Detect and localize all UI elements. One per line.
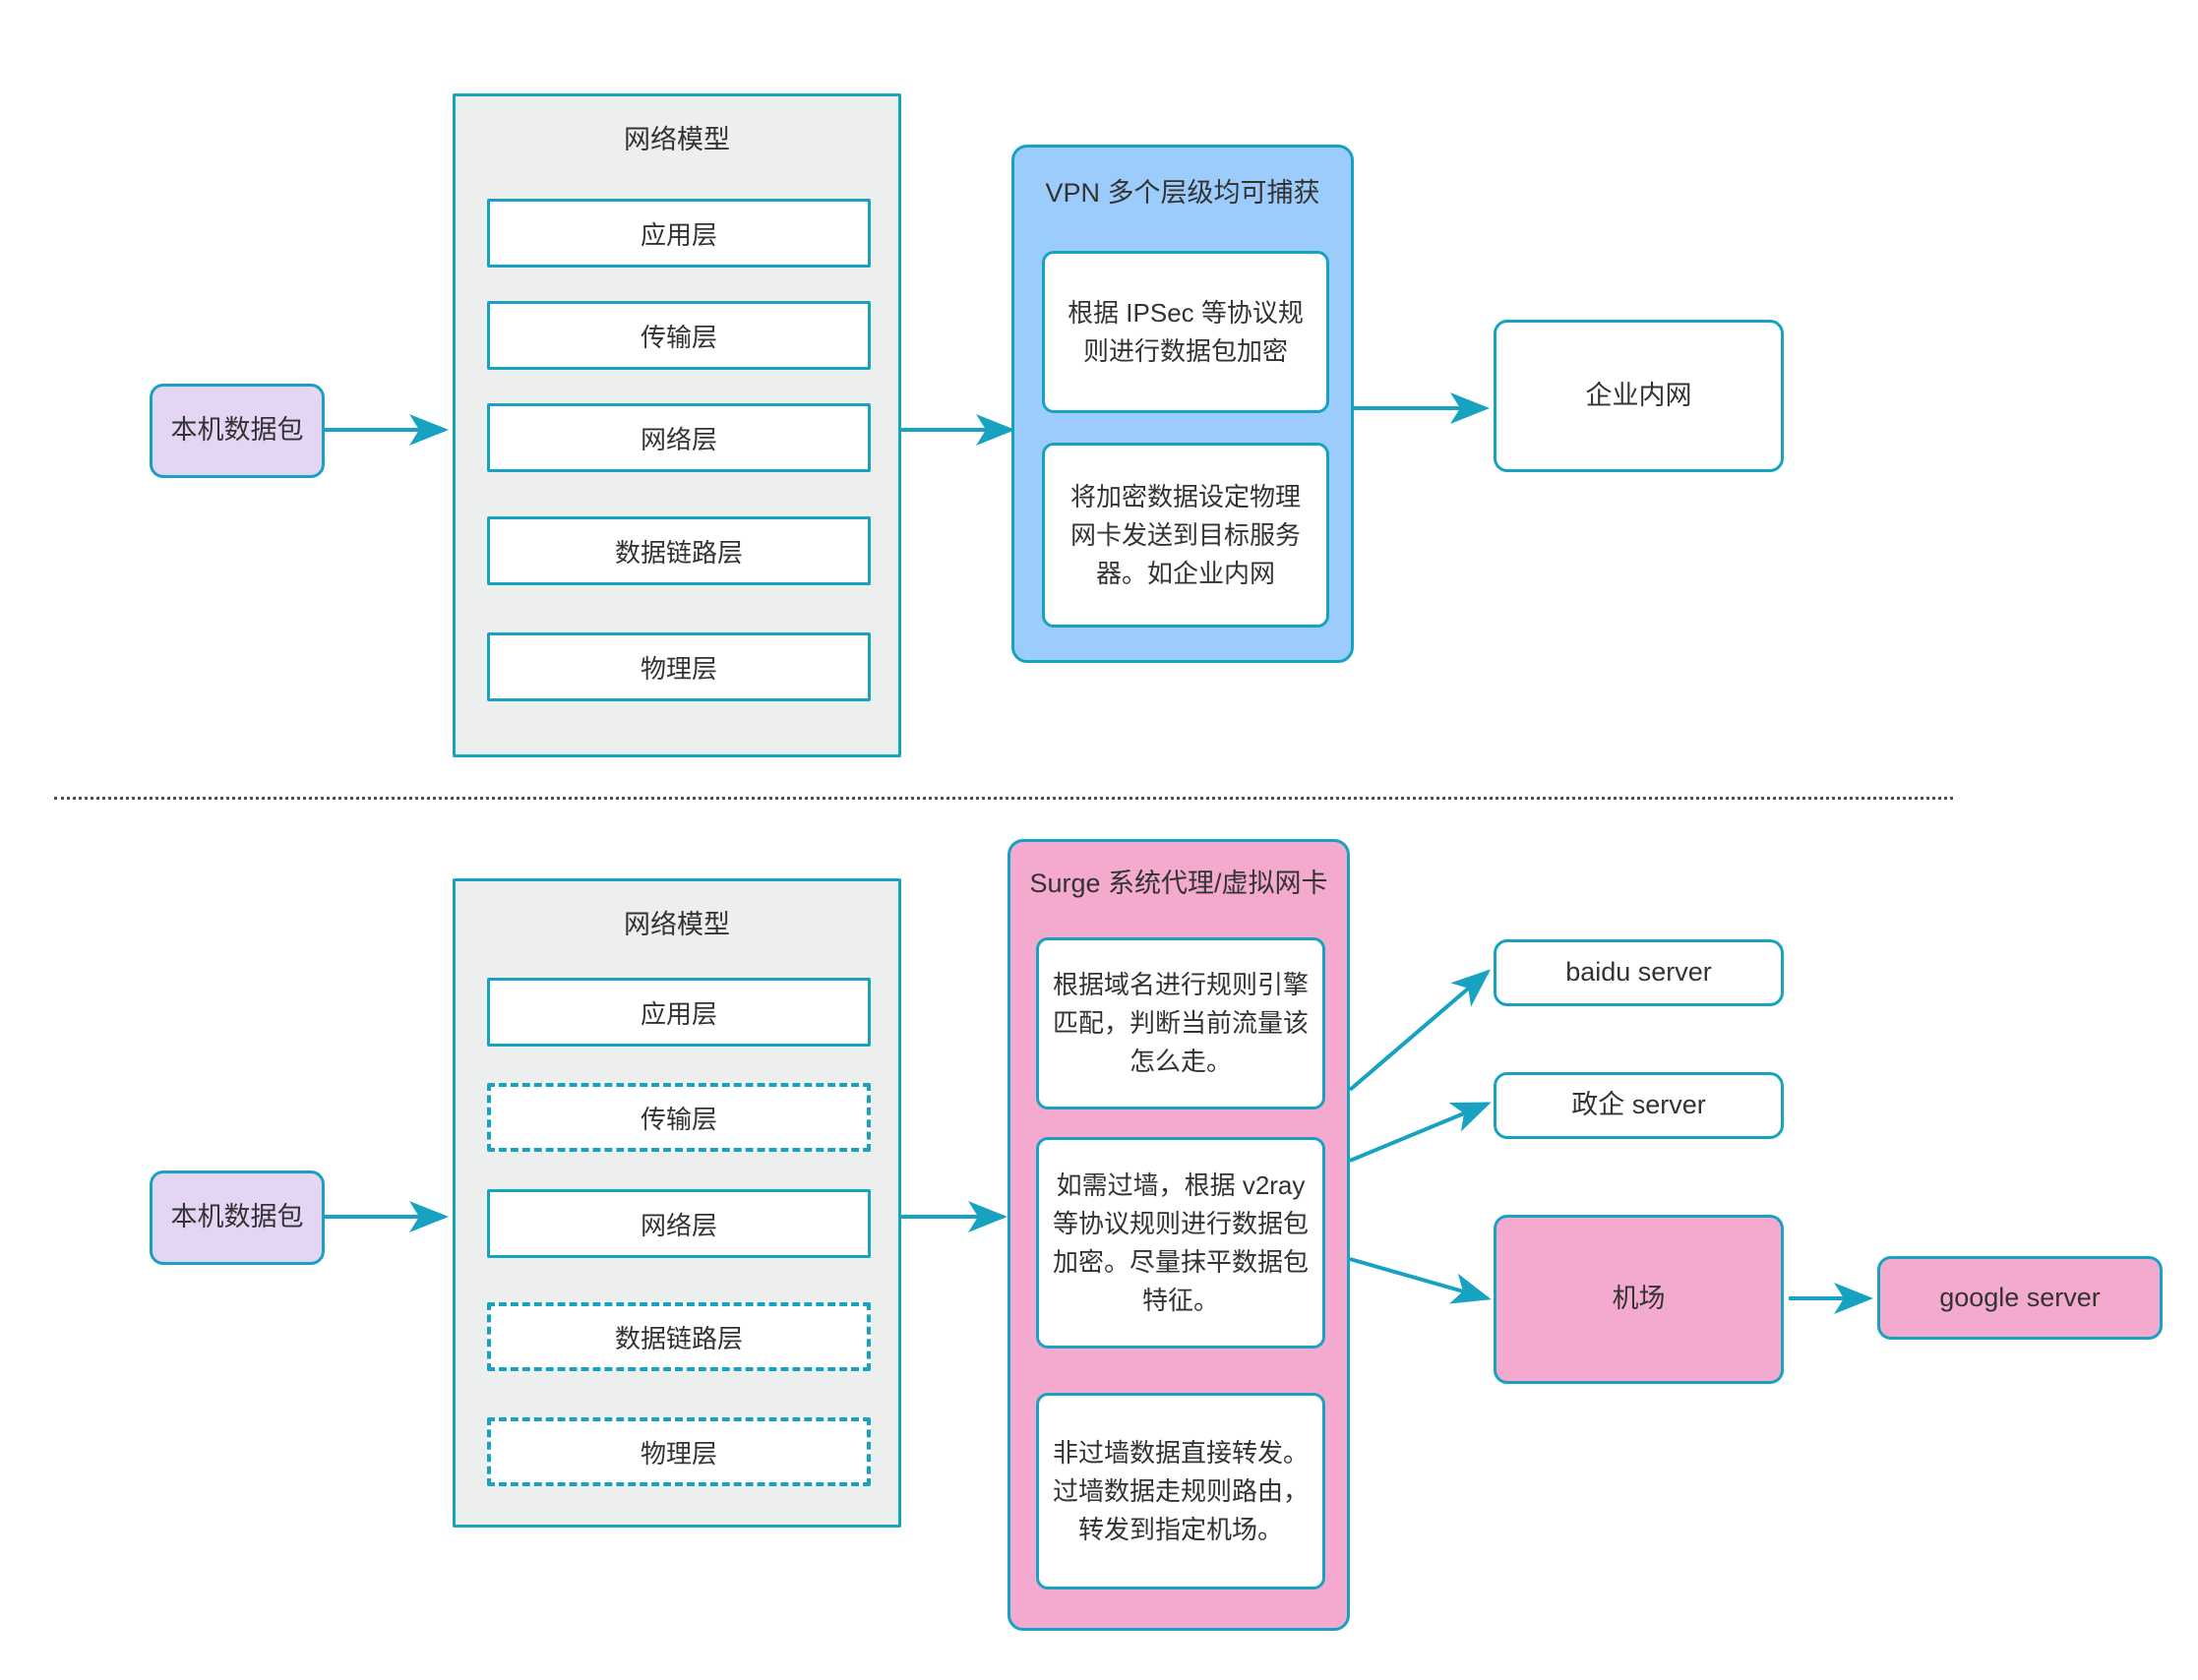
top-layer-network[interactable]: 网络层	[487, 403, 871, 472]
vpn-group-title: VPN 多个层级均可捕获	[1045, 178, 1320, 208]
surge-step-rule-match[interactable]: 根据域名进行规则引擎匹配，判断当前流量该怎么走。	[1036, 937, 1325, 1110]
gov-server-label: 政企 server	[1571, 1090, 1706, 1120]
surge-group: Surge 系统代理/虚拟网卡 根据域名进行规则引擎匹配，判断当前流量该怎么走。…	[1007, 839, 1350, 1631]
top-layer-application[interactable]: 应用层	[487, 199, 871, 268]
arrow-surge-to-airport	[1349, 1257, 1492, 1304]
airport-node[interactable]: 机场	[1494, 1215, 1784, 1384]
surge-step-encrypt[interactable]: 如需过墙，根据 v2ray 等协议规则进行数据包加密。尽量抹平数据包特征。	[1036, 1137, 1325, 1349]
vpn-step-encrypt[interactable]: 根据 IPSec 等协议规则进行数据包加密	[1042, 251, 1329, 413]
section-divider	[54, 797, 1953, 800]
enterprise-intranet-label: 企业内网	[1585, 380, 1692, 410]
google-server-node[interactable]: google server	[1877, 1256, 2163, 1340]
bottom-network-model-title: 网络模型	[624, 910, 730, 939]
baidu-server-node[interactable]: baidu server	[1494, 939, 1784, 1006]
top-layer-datalink[interactable]: 数据链路层	[487, 516, 871, 585]
baidu-server-label: baidu server	[1565, 957, 1712, 988]
top-network-model-group: 网络模型 应用层 传输层 网络层 数据链路层 物理层	[453, 93, 901, 757]
bottom-layer-physical[interactable]: 物理层	[487, 1417, 871, 1486]
surge-group-title: Surge 系统代理/虚拟网卡	[1029, 869, 1328, 898]
top-layer-physical[interactable]: 物理层	[487, 632, 871, 701]
top-local-packet-node[interactable]: 本机数据包	[150, 384, 325, 478]
top-local-packet-label: 本机数据包	[170, 415, 304, 446]
vpn-step-send[interactable]: 将加密数据设定物理网卡发送到目标服务器。如企业内网	[1042, 443, 1329, 628]
top-network-model-title: 网络模型	[624, 125, 730, 154]
airport-label: 机场	[1612, 1284, 1666, 1314]
arrow-surge-to-gov	[1349, 1102, 1492, 1163]
arrow-surge-to-baidu	[1348, 969, 1492, 1092]
bottom-layer-network[interactable]: 网络层	[487, 1189, 871, 1258]
bottom-layer-application[interactable]: 应用层	[487, 978, 871, 1047]
bottom-layer-datalink[interactable]: 数据链路层	[487, 1302, 871, 1371]
google-server-label: google server	[1939, 1282, 2101, 1312]
enterprise-intranet-node[interactable]: 企业内网	[1494, 320, 1784, 472]
bottom-network-model-group: 网络模型 应用层 传输层 网络层 数据链路层 物理层	[453, 878, 901, 1528]
bottom-local-packet-node[interactable]: 本机数据包	[150, 1170, 325, 1265]
surge-step-forward[interactable]: 非过墙数据直接转发。过墙数据走规则路由，转发到指定机场。	[1036, 1393, 1325, 1590]
gov-server-node[interactable]: 政企 server	[1494, 1072, 1784, 1139]
bottom-local-packet-label: 本机数据包	[170, 1202, 304, 1232]
bottom-layer-transport[interactable]: 传输层	[487, 1083, 871, 1152]
top-layer-transport[interactable]: 传输层	[487, 301, 871, 370]
vpn-group: VPN 多个层级均可捕获 根据 IPSec 等协议规则进行数据包加密 将加密数据…	[1011, 145, 1354, 663]
